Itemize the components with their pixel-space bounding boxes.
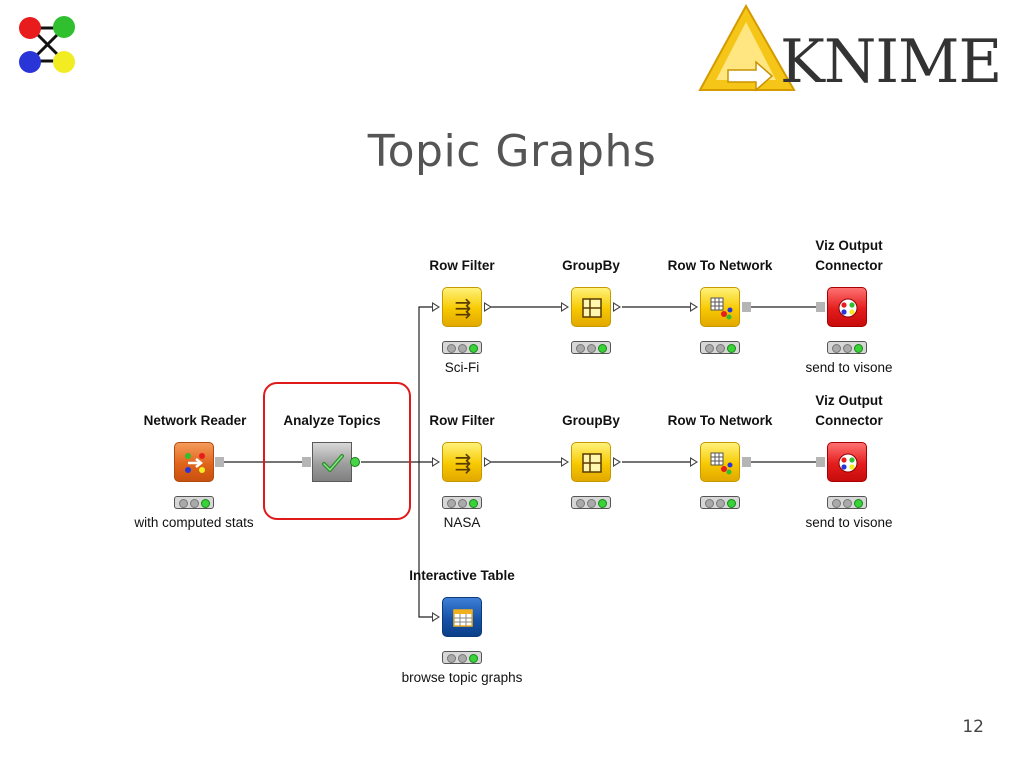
viz-output-top-title-line1: Viz Output	[815, 238, 883, 253]
row-filter-icon: ⇶	[454, 296, 472, 320]
slide-title: Topic Graphs	[367, 126, 657, 177]
row-to-network-top-node[interactable]	[700, 287, 740, 327]
knime-triangle-icon	[698, 4, 796, 92]
row-to-network-mid-out-port[interactable]	[742, 457, 751, 467]
viz-output-mid-status	[827, 496, 867, 509]
page-number: 12	[962, 717, 984, 737]
groupby-mid-node[interactable]	[571, 442, 611, 482]
row-to-network-top-status	[700, 341, 740, 354]
groupby-top-out-port[interactable]	[613, 302, 621, 312]
viz-output-mid-title-line2: Connector	[815, 413, 883, 428]
groupby-mid-out-port[interactable]	[613, 457, 621, 467]
groupby-mid-in-port[interactable]	[561, 457, 569, 467]
analyze-topics-node[interactable]	[312, 442, 352, 482]
viz-output-top-title-line2: Connector	[815, 258, 883, 273]
row-filter-mid-title: Row Filter	[429, 413, 495, 428]
row-to-network-icon	[710, 297, 733, 320]
row-to-network-mid-title: Row To Network	[667, 413, 773, 428]
network-reader-icon	[185, 453, 205, 473]
row-filter-mid-out-port[interactable]	[484, 457, 492, 467]
checkmark-icon	[322, 454, 344, 472]
network-reader-out-port[interactable]	[215, 457, 224, 467]
row-filter-mid-label: NASA	[443, 515, 481, 530]
row-to-network-mid-node[interactable]	[700, 442, 740, 482]
network-logo-icon	[19, 16, 75, 73]
viz-output-mid-label: send to visone	[805, 515, 893, 530]
row-filter-top-node[interactable]: ⇶	[442, 287, 482, 327]
viz-output-top-status	[827, 341, 867, 354]
groupby-mid-title: GroupBy	[562, 413, 620, 428]
analyze-topics-title: Analyze Topics	[283, 413, 381, 428]
row-to-network-mid-in-port[interactable]	[690, 457, 698, 467]
row-filter-mid-in-port[interactable]	[432, 457, 440, 467]
knime-logo: KNIME	[698, 4, 1002, 124]
network-reader-node[interactable]	[174, 442, 214, 482]
row-to-network-mid-status	[700, 496, 740, 509]
row-filter-mid-status	[442, 496, 482, 509]
row-filter-top-in-port[interactable]	[432, 302, 440, 312]
analyze-topics-in-port[interactable]	[302, 457, 311, 467]
network-reader-title: Network Reader	[143, 413, 247, 428]
knime-wordmark: KNIME	[780, 27, 1002, 97]
highlight-box	[263, 382, 411, 520]
interactive-table-node[interactable]	[442, 597, 482, 637]
network-reader-label: with computed stats	[134, 515, 254, 530]
row-to-network-top-title: Row To Network	[667, 258, 773, 273]
row-filter-mid-node[interactable]: ⇶	[442, 442, 482, 482]
row-filter-top-out-port[interactable]	[484, 302, 492, 312]
groupby-mid-status	[571, 496, 611, 509]
interactive-table-label: browse topic graphs	[401, 670, 523, 685]
groupby-top-node[interactable]	[571, 287, 611, 327]
groupby-icon	[582, 453, 602, 473]
interactive-table-status	[442, 651, 482, 664]
row-filter-icon: ⇶	[454, 451, 472, 475]
viz-output-mid-title-line1: Viz Output	[815, 393, 883, 408]
row-to-network-top-in-port[interactable]	[690, 302, 698, 312]
network-reader-status	[174, 496, 214, 509]
row-filter-top-label: Sci-Fi	[444, 360, 480, 375]
row-filter-top-title: Row Filter	[429, 258, 495, 273]
row-to-network-icon	[710, 452, 733, 475]
viz-output-icon	[838, 453, 858, 473]
viz-output-icon	[838, 298, 858, 318]
viz-output-top-node[interactable]	[827, 287, 867, 327]
viz-output-top-in-port[interactable]	[816, 302, 825, 312]
viz-output-top-label: send to visone	[805, 360, 893, 375]
analyze-topics-out-port[interactable]	[350, 457, 360, 467]
groupby-top-title: GroupBy	[562, 258, 620, 273]
groupby-top-status	[571, 341, 611, 354]
interactive-table-title: Interactive Table	[409, 568, 515, 583]
viz-output-mid-in-port[interactable]	[816, 457, 825, 467]
interactive-table-in-port[interactable]	[432, 612, 440, 622]
row-filter-top-status	[442, 341, 482, 354]
row-to-network-top-out-port[interactable]	[742, 302, 751, 312]
groupby-top-in-port[interactable]	[561, 302, 569, 312]
table-icon	[453, 609, 473, 627]
viz-output-mid-node[interactable]	[827, 442, 867, 482]
groupby-icon	[582, 298, 602, 318]
